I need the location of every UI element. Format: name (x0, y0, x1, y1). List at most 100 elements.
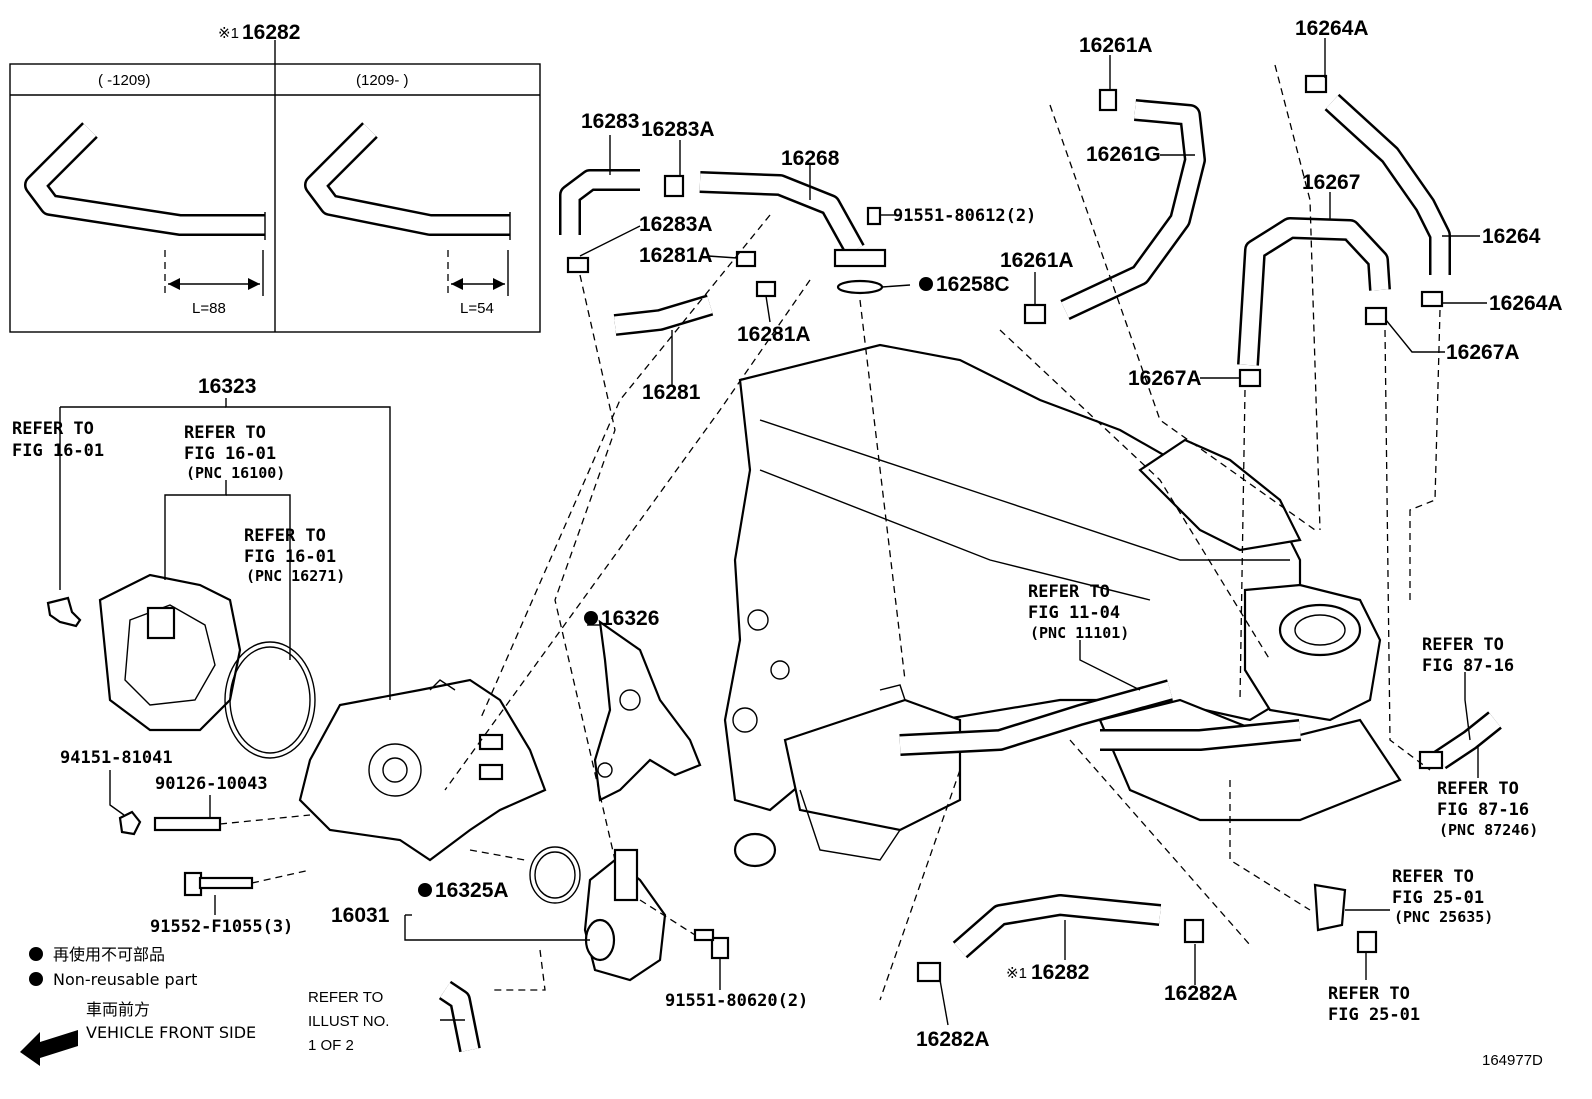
label-16282-lower: 16282 (1031, 961, 1089, 984)
legend-front-jp: 車両前方 (86, 1000, 150, 1019)
label-16282-mark: ※1 (1006, 965, 1027, 982)
label-16283A-top: 16283A (641, 118, 715, 141)
inset-left-length: L=88 (192, 300, 226, 317)
ref-87-16-b-line2: FIG 87-16 (1437, 800, 1529, 820)
label-16264: 16264 (1482, 225, 1541, 248)
ref-25-01-b-line1: REFER TO (1328, 984, 1410, 1004)
clip-16281A-left (735, 250, 757, 268)
inset-hose-variants: ※1 16282 ( -1209) (1209- ) L=88 L=54 (9, 21, 541, 333)
clip-16283A-low (566, 256, 590, 274)
label-16281: 16281 (642, 381, 701, 404)
stud-90126-10043 (153, 816, 222, 832)
inset-part-number: 16282 (242, 21, 300, 44)
ref-16-01-c-line1: REFER TO (244, 526, 326, 546)
ref-87-16-a-line1: REFER TO (1422, 635, 1504, 655)
nonreusable-dot-16325A (418, 883, 432, 897)
legend-nonreusable-en: Non-reusable part (53, 970, 197, 989)
lower-hoses (916, 711, 1502, 983)
ref-25-01-a-line3: (PNC 25635) (1394, 908, 1493, 926)
water-pump-body (298, 678, 547, 862)
ref-16-01-a-line1: REFER TO (12, 419, 94, 439)
engine-block-illustration (723, 343, 1402, 868)
ref-87-16-b-line1: REFER TO (1437, 779, 1519, 799)
inset-right-length: L=54 (460, 300, 494, 317)
legend-front-en: VEHICLE FRONT SIDE (86, 1023, 256, 1042)
label-16267A-right: 16267A (1446, 341, 1520, 364)
ref-25-01-b-line2: FIG 25-01 (1328, 1005, 1420, 1025)
clip-16264A-top (1304, 74, 1328, 94)
label-90126-10043: 90126-10043 (155, 774, 268, 794)
ref-16-01-b-line3: (PNC 16100) (186, 464, 285, 482)
clip-16282A-low (916, 961, 942, 983)
bolt-refer-16-01 (46, 596, 82, 628)
figure-id: 164977D (1482, 1052, 1543, 1069)
label-16267A-left: 16267A (1128, 367, 1202, 390)
label-16283: 16283 (581, 110, 639, 133)
label-16283A-low: 16283A (639, 213, 713, 236)
clip-16267A-right (1364, 306, 1388, 326)
label-16261G: 16261G (1086, 143, 1161, 166)
pump-cover (98, 573, 242, 732)
label-91551-80620: 91551-80620(2) (665, 991, 808, 1011)
ref-11-04-line3: (PNC 11101) (1030, 624, 1129, 642)
reference-notes: REFER TO FIG 16-01 REFER TO FIG 16-01 (P… (12, 419, 1538, 1054)
bolt-refer-25-01 (1356, 930, 1378, 954)
label-16282A-low: 16282A (916, 1028, 990, 1051)
leader-lines (59, 38, 1487, 1026)
ref-16-01-b-line2: FIG 16-01 (184, 444, 276, 464)
ref-25-01-a-line1: REFER TO (1392, 867, 1474, 887)
bolt-91552-F1055 (183, 871, 203, 897)
ref-16-01-b-line1: REFER TO (184, 423, 266, 443)
ref-16-01-a-line2: FIG 16-01 (12, 441, 104, 461)
clip-16264A-right (1420, 290, 1444, 308)
label-16261A-mid: 16261A (1000, 249, 1074, 272)
label-94151-81041: 94151-81041 (60, 748, 173, 768)
clip-16261A-mid (1023, 303, 1047, 325)
ref-25-01-a-line2: FIG 25-01 (1392, 888, 1484, 908)
label-16264A-top: 16264A (1295, 17, 1369, 40)
pump-gasket-ring (224, 641, 316, 759)
label-16282A-mid: 16282A (1164, 982, 1238, 1005)
ref-illust-line2: ILLUST NO. (308, 1013, 389, 1030)
assembly-dashed-lines (444, 64, 1441, 1001)
legend-nonreusable-jp: 再使用不可部品 (53, 945, 165, 964)
label-16264A-right: 16264A (1489, 292, 1563, 315)
label-16258C: 16258C (936, 273, 1010, 296)
legend: 再使用不可部品 Non-reusable part 車両前方 VEHICLE F… (20, 945, 256, 1066)
label-16325A: 16325A (435, 879, 509, 902)
water-pump-group (46, 573, 547, 897)
label-91552-F1055: 91552-F1055(3) (150, 917, 293, 937)
ref-11-04-line2: FIG 11-04 (1028, 603, 1120, 623)
ref-16-01-c-line2: FIG 16-01 (244, 547, 336, 567)
label-16031: 16031 (331, 904, 390, 927)
bolt-91551-80620 (710, 936, 730, 960)
label-16261A-top: 16261A (1079, 34, 1153, 57)
label-16267: 16267 (1302, 171, 1360, 194)
label-16323: 16323 (198, 375, 256, 398)
clip-16267A-left (1238, 368, 1262, 388)
ref-16-01-c-line3: (PNC 16271) (246, 567, 345, 585)
label-16268: 16268 (781, 147, 840, 170)
ref-87-16-b-line3: (PNC 87246) (1439, 821, 1538, 839)
clip-16283A-top (663, 174, 685, 198)
ref-87-16-a-line2: FIG 87-16 (1422, 656, 1514, 676)
label-91551-80612: 91551-80612(2) (893, 206, 1036, 226)
clip-16261A-top (1098, 88, 1118, 112)
inset-left-label: ( -1209) (98, 72, 151, 89)
vehicle-front-arrow-icon (20, 1030, 78, 1066)
inset-right-label: (1209- ) (356, 72, 409, 89)
legend-dot-jp (29, 947, 43, 961)
label-16281A-left: 16281A (639, 244, 713, 267)
nonreusable-dot-16326 (584, 611, 598, 625)
thermostat-housing-group (438, 619, 730, 1053)
top-hoses (559, 74, 1451, 388)
label-16326: 16326 (601, 607, 659, 630)
bolt-91551-80612 (866, 206, 882, 226)
clip-16282A-mid (1183, 918, 1205, 944)
bracket-refer-25-01 (1313, 883, 1347, 932)
ref-illust-line1: REFER TO (308, 989, 383, 1006)
gasket-16325A (529, 846, 581, 904)
part-labels: 16323 16283 16283A 16283A 16268 91551-80… (60, 17, 1563, 1051)
nonreusable-dot-16258C (919, 277, 933, 291)
gasket-16258C (836, 279, 884, 295)
